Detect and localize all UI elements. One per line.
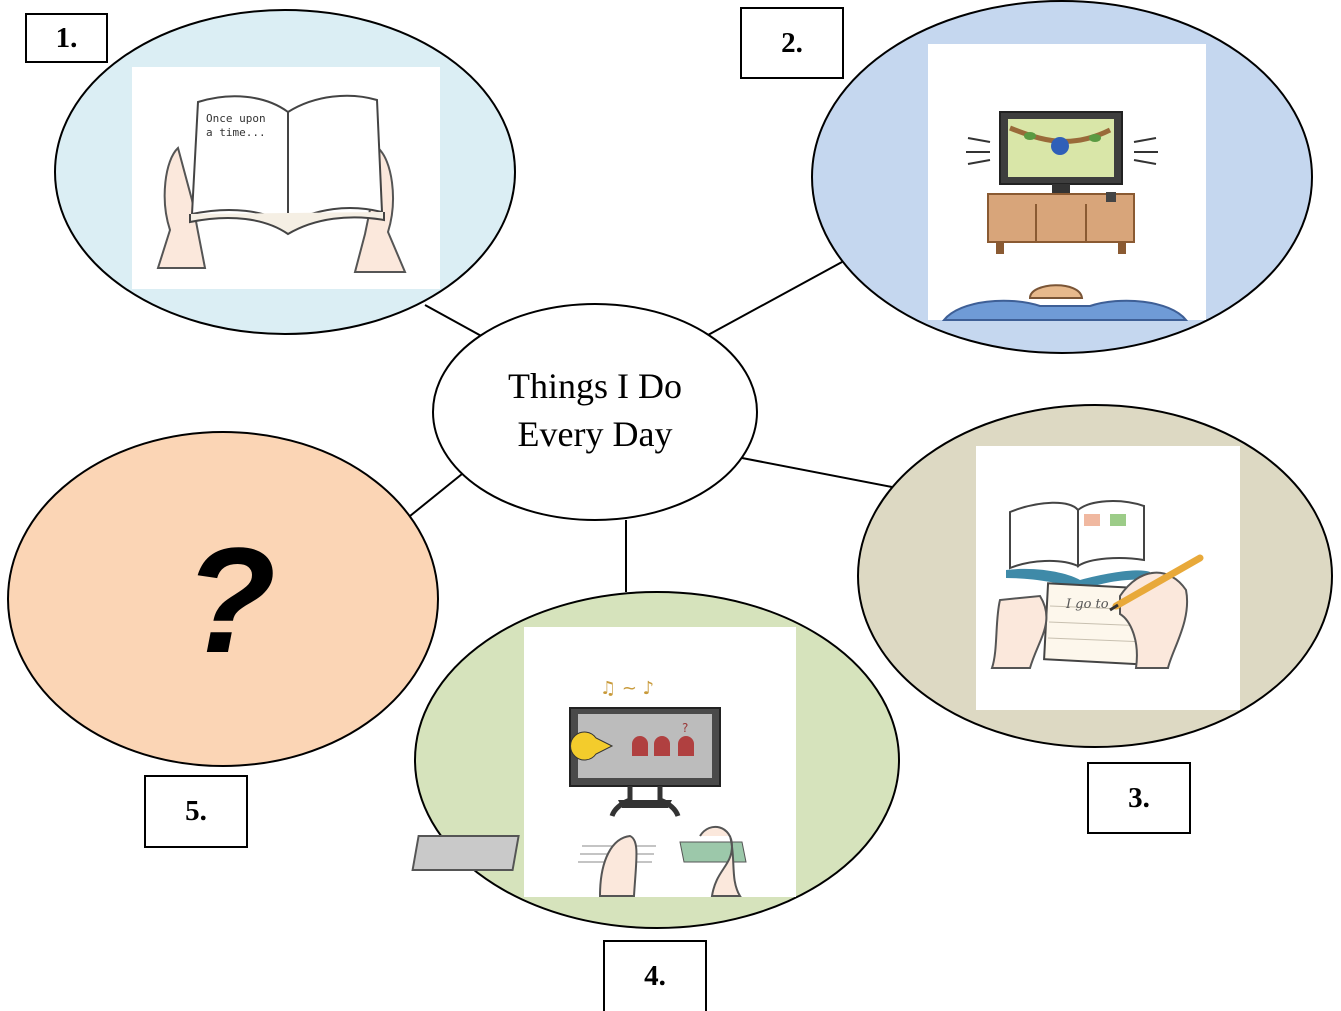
center-topic-line-1: Things I Do — [508, 366, 682, 406]
notebook-text: I go to — [1065, 597, 1109, 612]
question-mark: ? — [184, 515, 276, 684]
connector-line-1 — [424, 304, 486, 339]
connector-line-3 — [741, 457, 893, 488]
question-bubble — [7, 431, 439, 767]
center-bubble — [432, 303, 758, 521]
reading-picture: Once upon a time... — [132, 67, 440, 289]
television-icon — [941, 111, 1189, 321]
label-box-5: 5. — [144, 775, 248, 848]
connector-line-5 — [409, 473, 463, 517]
writing-picture: I go to — [976, 446, 1240, 710]
open-book-icon: Once upon a time... — [156, 94, 407, 273]
tv-picture — [928, 44, 1206, 321]
label-box-1: 1. — [25, 13, 108, 63]
label-box-4: 4. — [603, 940, 707, 1011]
book-text-line-1: Once upon — [206, 112, 266, 125]
game-picture: ? ♫ ~ ♪ — [411, 627, 796, 897]
svg-text:?: ? — [682, 721, 688, 735]
computer-game-icon: ? ♫ ~ ♪ — [411, 678, 747, 897]
connector-line-2 — [707, 261, 843, 336]
center-topic-line-2: Every Day — [517, 414, 673, 454]
book-text-line-2: a time... — [206, 126, 266, 139]
label-box-2: 2. — [740, 7, 844, 79]
svg-text:♫ ~ ♪: ♫ ~ ♪ — [600, 678, 654, 699]
notebook-pencil-icon: I go to — [990, 500, 1204, 669]
center-topic: Things I Do Every Day — [432, 355, 758, 465]
label-box-3: 3. — [1087, 762, 1191, 834]
